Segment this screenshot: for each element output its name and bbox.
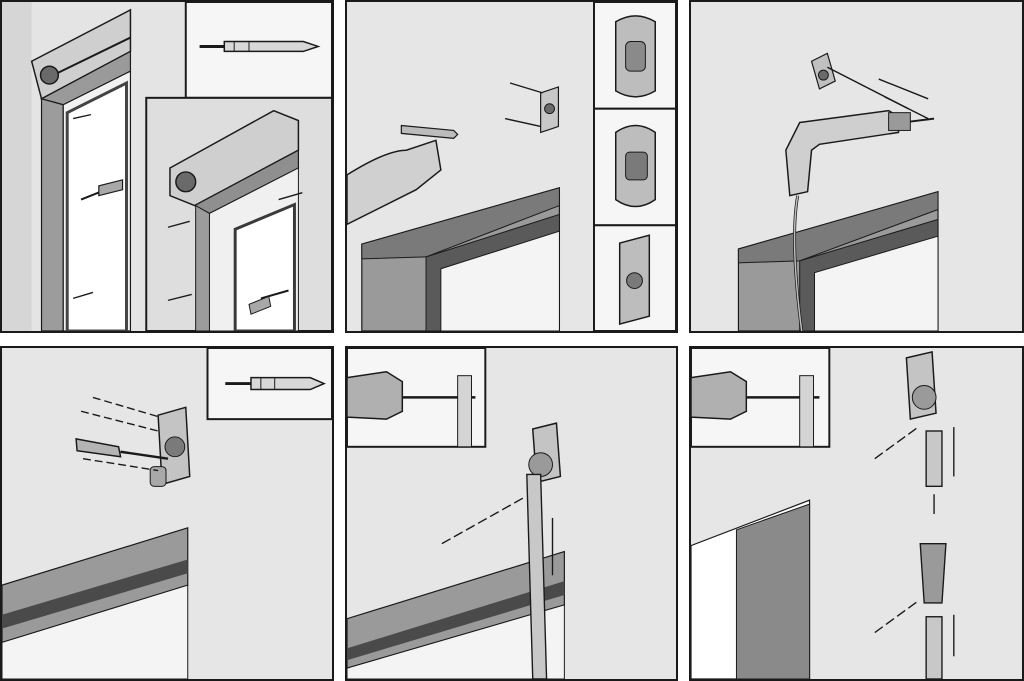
step-2-panel — [345, 0, 678, 333]
rod — [526, 473, 548, 679]
bracket-type-c-icon — [618, 234, 651, 326]
screwdriver-icon — [75, 437, 169, 460]
step-3-panel — [689, 0, 1024, 333]
pencil-icon — [400, 124, 459, 139]
step-5-illustration — [347, 348, 676, 679]
bracket-type-b-icon — [614, 124, 656, 208]
step-6-illustration — [691, 348, 1022, 679]
step-3-illustration — [691, 2, 1022, 331]
step-4-illustration — [2, 348, 332, 679]
step-6-panel — [689, 346, 1024, 681]
rod-section-bottom — [925, 616, 943, 679]
rod-connector — [919, 542, 947, 604]
bracket-type-a-icon — [614, 15, 656, 98]
hand-icon — [347, 139, 442, 226]
drill-icon — [785, 109, 935, 197]
step-4-panel — [0, 346, 334, 681]
step-2-illustration — [347, 2, 676, 331]
drill-bit-detail — [691, 370, 820, 448]
rod-section-top — [925, 430, 943, 488]
step-1-illustration — [2, 2, 332, 331]
step-1-panel — [0, 0, 334, 333]
roller-end-icon — [39, 65, 60, 85]
wall-plug-icon — [225, 376, 326, 391]
step-5-panel — [345, 346, 678, 681]
drill-bit-detail — [347, 370, 476, 448]
wall-plug-icon — [199, 40, 321, 53]
